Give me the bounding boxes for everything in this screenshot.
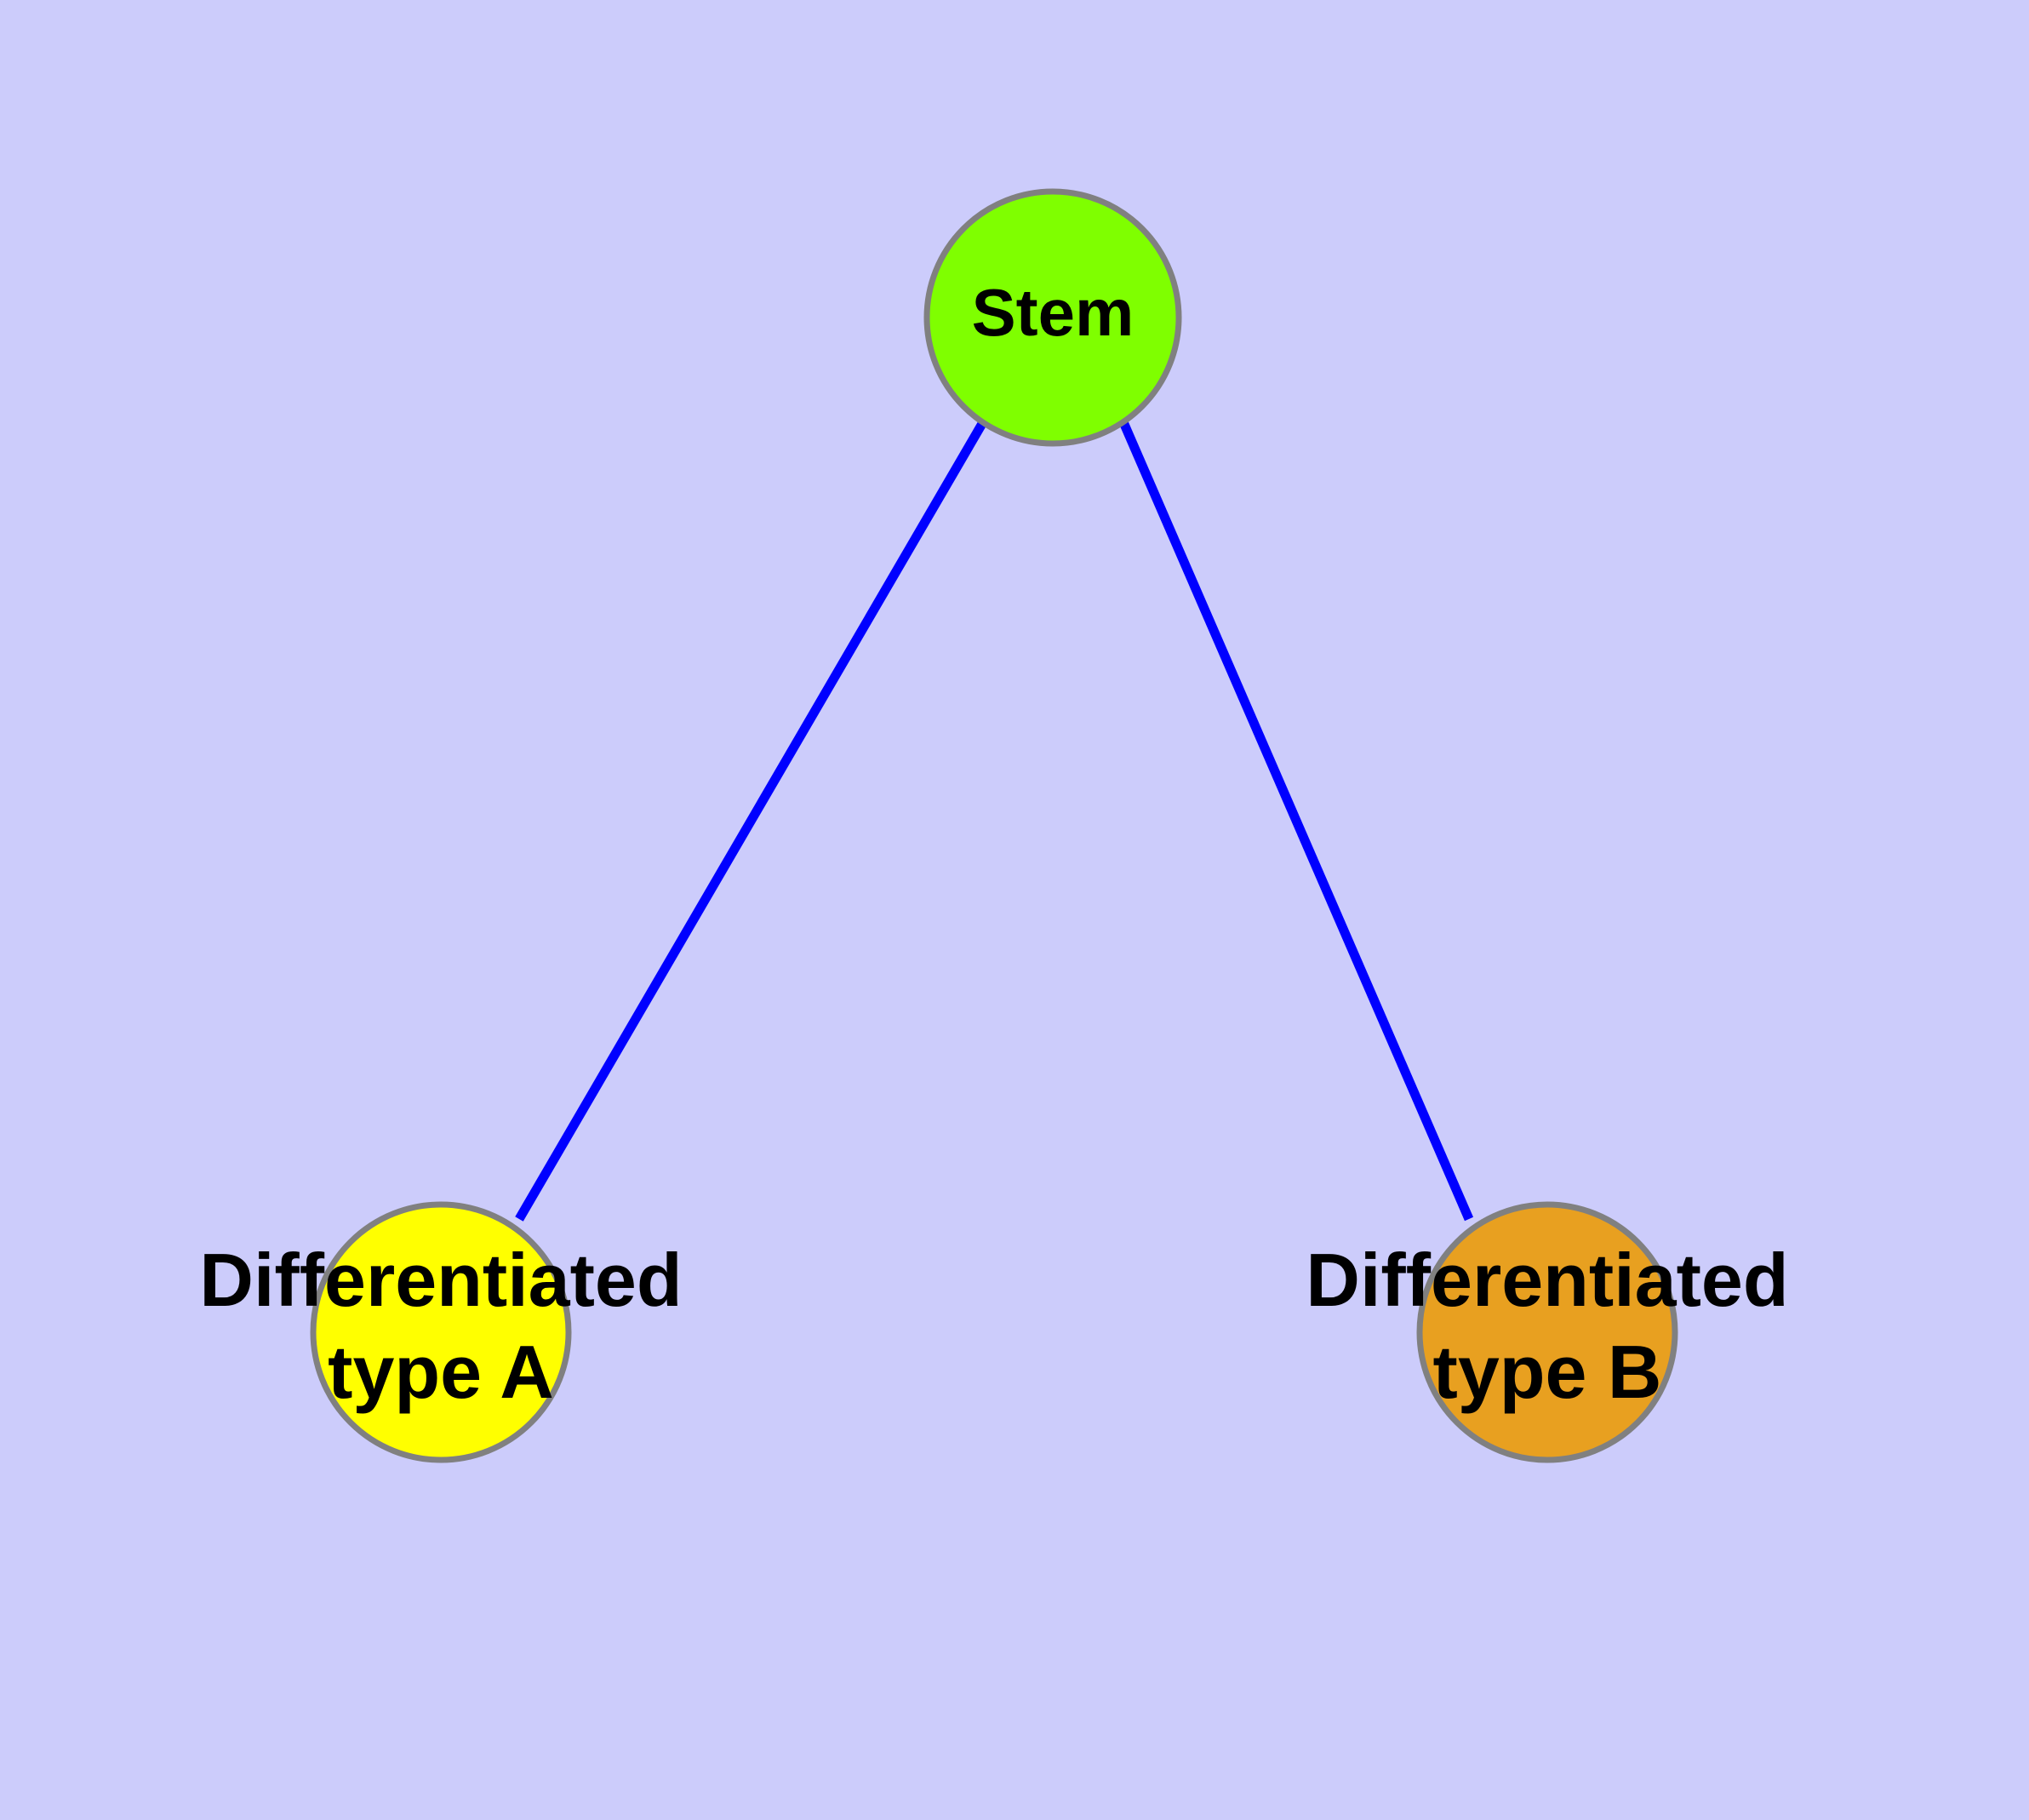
edge-layer (515, 420, 1474, 1222)
edge-stem-to-differentiated-type-a[interactable] (515, 420, 987, 1222)
node-stem[interactable]: Stem (923, 188, 1182, 447)
node-differentiated-type-b-circle[interactable] (1416, 1201, 1678, 1463)
node-differentiated-type-a-circle[interactable] (310, 1201, 572, 1463)
node-stem-label: Stem (972, 275, 1135, 350)
edge-stem-to-differentiated-type-b[interactable] (1118, 420, 1474, 1222)
node-stem-circle[interactable] (923, 188, 1182, 447)
